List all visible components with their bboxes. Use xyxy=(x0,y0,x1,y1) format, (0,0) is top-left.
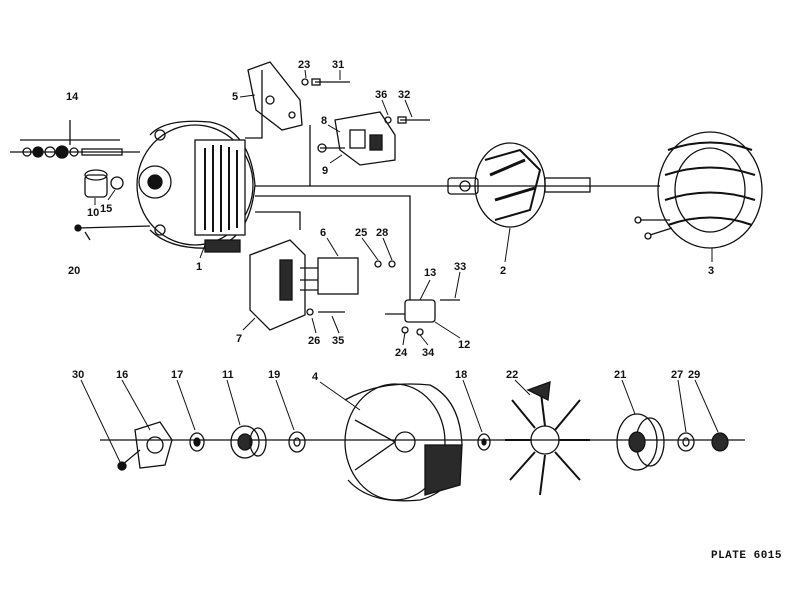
bearing-cap xyxy=(84,169,124,198)
callout-5: 5 xyxy=(232,91,238,103)
slip-ring-end-frame xyxy=(136,120,256,253)
callout-33: 33 xyxy=(454,261,466,273)
stator xyxy=(634,131,763,249)
callout-29: 29 xyxy=(688,369,700,381)
callout-12: 12 xyxy=(458,339,470,351)
callout-30: 30 xyxy=(72,369,84,381)
capacitor xyxy=(385,299,460,336)
callout-27: 27 xyxy=(671,369,683,381)
fan xyxy=(505,381,590,496)
collar xyxy=(189,432,205,452)
callout-21: 21 xyxy=(614,369,626,381)
brush-holder xyxy=(317,111,396,166)
callout-16: 16 xyxy=(116,369,128,381)
diode-trio xyxy=(300,257,396,295)
callout-31: 31 xyxy=(332,59,344,71)
callout-3: 3 xyxy=(708,265,714,277)
regulator-screw xyxy=(306,308,345,316)
callout-26: 26 xyxy=(308,335,320,347)
diode-leader xyxy=(255,211,301,230)
callout-9: 9 xyxy=(322,165,328,177)
inner-collar xyxy=(477,433,491,451)
callout-6: 6 xyxy=(320,227,326,239)
callout-22: 22 xyxy=(506,369,518,381)
rectifier-bridge xyxy=(249,239,306,331)
lock-washer xyxy=(677,432,695,452)
plate-label: PLATE 6015 xyxy=(710,550,782,562)
callout-23: 23 xyxy=(298,59,310,71)
brush-holder-screw xyxy=(384,116,430,124)
rotor xyxy=(447,142,591,228)
callout-15: 15 xyxy=(100,203,112,215)
mounting-bolt xyxy=(74,224,151,241)
callout-28: 28 xyxy=(376,227,388,239)
callout-8: 8 xyxy=(321,115,327,127)
callout-18: 18 xyxy=(455,369,467,381)
terminal-bracket xyxy=(247,61,303,131)
callout-2: 2 xyxy=(500,265,506,277)
terminal-screw xyxy=(301,78,350,86)
callout-20: 20 xyxy=(68,265,80,277)
callout-24: 24 xyxy=(395,347,408,359)
drive-end-frame xyxy=(344,383,463,502)
bearing-retainer-plate xyxy=(134,421,173,469)
callout-4: 4 xyxy=(312,371,319,383)
regulator-leader xyxy=(255,195,411,300)
callout-34: 34 xyxy=(422,347,435,359)
callout-13: 13 xyxy=(424,267,436,279)
callout-7: 7 xyxy=(236,333,242,345)
callout-14: 14 xyxy=(66,91,79,103)
drive-end-bearing xyxy=(230,425,267,459)
callout-11: 11 xyxy=(222,369,234,381)
callout-32: 32 xyxy=(398,89,410,101)
callout-19: 19 xyxy=(268,369,280,381)
callout-35: 35 xyxy=(332,335,344,347)
through-bolt-set xyxy=(20,120,123,159)
callout-25: 25 xyxy=(355,227,367,239)
bracket-leader xyxy=(245,70,263,139)
callout-17: 17 xyxy=(171,369,183,381)
callout-10: 10 xyxy=(87,207,99,219)
shaft-nut xyxy=(711,432,729,452)
pulley xyxy=(616,413,665,471)
callout-1: 1 xyxy=(196,261,202,273)
pulley-bolt xyxy=(117,449,141,471)
spacer xyxy=(288,431,306,453)
callout-36: 36 xyxy=(375,89,387,101)
